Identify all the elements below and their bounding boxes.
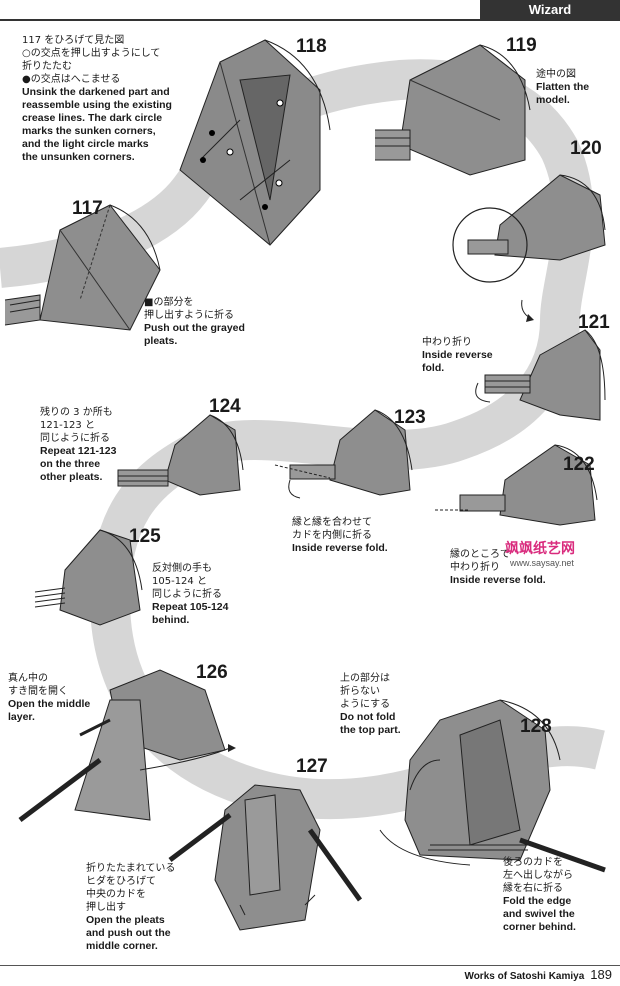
instruction-124: 残りの 3 か所も 121-123 と 同じように折る Repeat 121-1… <box>40 406 150 484</box>
text-ja: 同じように折る <box>40 432 150 445</box>
text-en: Fold the edge <box>503 895 613 908</box>
text-ja: 真ん中の <box>8 672 108 685</box>
text-en: reassemble using the existing <box>22 99 202 112</box>
instruction-126: 真ん中の すき間を開く Open the middle layer. <box>8 672 108 724</box>
text-en: Repeat 105-124 <box>152 601 262 614</box>
step-124: 124 <box>209 396 241 418</box>
text-ja: 折りたたまれている <box>86 862 206 875</box>
text-ja: ヒダをひろげて <box>86 875 206 888</box>
text-en: model. <box>536 94 616 107</box>
footer-credit: Works of Satoshi Kamiya <box>464 971 584 982</box>
text-ja: すき間を開く <box>8 685 108 698</box>
text-ja: 反対側の手も <box>152 562 262 575</box>
text-en: Inside reverse <box>422 349 522 362</box>
text-ja: 121-123 と <box>40 419 150 432</box>
instruction-128b: 後ろのカドを 左へ出しながら 縁を右に折る Fold the edge and … <box>503 856 613 934</box>
instruction-127: 折りたたまれている ヒダをひろげて 中央のカドを 押し出す Open the p… <box>86 862 206 953</box>
instruction-128a: 上の部分は 折らない ようにする Do not fold the top par… <box>340 672 440 737</box>
text-ja: 折りたたむ <box>22 60 202 73</box>
text-ja: 押し出すように折る <box>144 309 274 322</box>
step-120: 120 <box>570 138 602 160</box>
text-ja: 途中の図 <box>536 68 616 81</box>
text-ja: 残りの 3 か所も <box>40 406 150 419</box>
text-en: middle corner. <box>86 940 206 953</box>
text-ja: 左へ出しながら <box>503 869 613 882</box>
diagram-125 <box>35 530 142 625</box>
text-en: Inside reverse fold. <box>450 574 570 587</box>
text-en: and the light circle marks <box>22 138 202 151</box>
instruction-117: 117 をひろげて見た図 ○の交点を押し出すようにして 折りたたむ ●の交点はへ… <box>22 34 202 164</box>
text-en: Flatten the <box>536 81 616 94</box>
diagram-118 <box>180 40 330 245</box>
text-ja: ●の交点はへこませる <box>22 73 202 86</box>
text-ja: 後ろのカドを <box>503 856 613 869</box>
text-en: Repeat 121-123 <box>40 445 150 458</box>
step-117: 117 <box>72 198 103 220</box>
text-ja: 押し出す <box>86 901 206 914</box>
text-en: Unsink the darkened part and <box>22 86 202 99</box>
text-en: other pleats. <box>40 471 150 484</box>
text-ja: 117 をひろげて見た図 <box>22 34 202 47</box>
text-ja: ○の交点を押し出すようにして <box>22 47 202 60</box>
text-en: the top part. <box>340 724 440 737</box>
text-en: fold. <box>422 362 522 375</box>
text-en: Open the pleats <box>86 914 206 927</box>
text-en: the unsunken corners. <box>22 151 202 164</box>
step-127: 127 <box>296 756 328 778</box>
instruction-117b: ■の部分を 押し出すように折る Push out the grayed plea… <box>144 296 274 348</box>
text-en: layer. <box>8 711 108 724</box>
instruction-125: 反対側の手も 105-124 と 同じように折る Repeat 105-124 … <box>152 562 262 627</box>
step-122: 122 <box>563 454 595 476</box>
instruction-119: 途中の図 Flatten the model. <box>536 68 616 107</box>
instruction-121: 中わり折り Inside reverse fold. <box>422 336 522 375</box>
step-128: 128 <box>520 716 552 738</box>
text-ja: 縁を右に折る <box>503 882 613 895</box>
step-126: 126 <box>196 662 228 684</box>
footer: Works of Satoshi Kamiya 189 <box>464 967 612 982</box>
text-en: behind. <box>152 614 262 627</box>
text-en: and push out the <box>86 927 206 940</box>
text-ja: ようにする <box>340 698 440 711</box>
text-en: Inside reverse fold. <box>292 542 412 555</box>
instruction-123: 縁と縁を合わせて カドを内側に折る Inside reverse fold. <box>292 516 412 555</box>
watermark-url: www.saysay.net <box>510 558 574 568</box>
text-ja: 中央のカドを <box>86 888 206 901</box>
diagram-120 <box>453 175 605 322</box>
step-121: 121 <box>578 312 610 334</box>
text-ja: 105-124 と <box>152 575 262 588</box>
step-123: 123 <box>394 407 426 429</box>
step-119: 119 <box>506 35 537 57</box>
text-en: crease lines. The dark circle <box>22 112 202 125</box>
text-en: corner behind. <box>503 921 613 934</box>
text-en: Push out the grayed <box>144 322 274 335</box>
text-ja: カドを内側に折る <box>292 529 412 542</box>
text-ja: 上の部分は <box>340 672 440 685</box>
text-ja: 中わり折り <box>422 336 522 349</box>
footer-rule <box>0 965 620 966</box>
text-en: Open the middle <box>8 698 108 711</box>
text-ja: 同じように折る <box>152 588 262 601</box>
step-125: 125 <box>129 526 161 548</box>
text-en: and swivel the <box>503 908 613 921</box>
step-118: 118 <box>296 36 327 58</box>
watermark-logo: 飒飒纸艺网 <box>505 538 575 558</box>
text-en: marks the sunken corners, <box>22 125 202 138</box>
text-ja: 折らない <box>340 685 440 698</box>
text-en: pleats. <box>144 335 274 348</box>
page-number: 189 <box>590 967 612 982</box>
text-ja: 縁と縁を合わせて <box>292 516 412 529</box>
text-en: on the three <box>40 458 150 471</box>
text-ja: ■の部分を <box>144 296 274 309</box>
text-en: Do not fold <box>340 711 440 724</box>
